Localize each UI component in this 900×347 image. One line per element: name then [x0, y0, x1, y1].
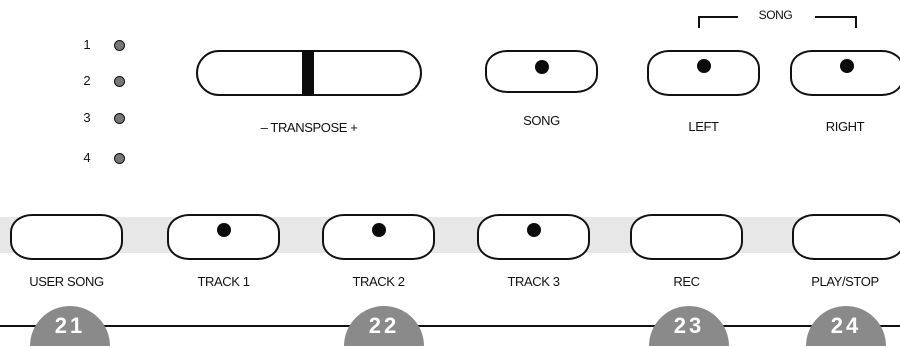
user-song-label: USER SONG — [29, 274, 104, 289]
indicator-led-2 — [114, 76, 125, 87]
track-2-button[interactable] — [322, 214, 435, 260]
right-indicator-dot — [840, 59, 854, 73]
song-indicator-dot — [534, 60, 549, 74]
track-1-label: TRACK 1 — [197, 274, 250, 289]
indicator-led-3 — [114, 113, 125, 124]
song-label: SONG — [523, 113, 560, 128]
indicator-number-4: 4 — [83, 150, 91, 165]
transpose-divider — [302, 50, 314, 96]
indicator-number-1: 1 — [83, 37, 91, 52]
callout-badge-23: 23 — [649, 306, 729, 346]
left-button[interactable] — [647, 50, 760, 96]
track-2-label: TRACK 2 — [352, 274, 405, 289]
track-3-indicator-dot — [526, 223, 541, 237]
track-1-button[interactable] — [167, 214, 280, 260]
rec-label: REC — [673, 274, 700, 289]
song-group-bracket-left — [698, 16, 738, 28]
track-2-indicator-dot — [371, 223, 386, 237]
indicator-number-3: 3 — [83, 110, 91, 125]
play-stop-button[interactable] — [792, 214, 900, 260]
indicator-number-2: 2 — [83, 73, 91, 88]
callout-badge-21: 21 — [30, 306, 110, 346]
right-label: RIGHT — [825, 119, 865, 134]
transpose-label: – TRANSPOSE + — [260, 120, 358, 135]
right-button[interactable] — [790, 50, 900, 96]
callout-line — [0, 325, 900, 327]
play-stop-label: PLAY/STOP — [811, 274, 879, 289]
transpose-button[interactable] — [196, 50, 422, 96]
indicator-led-1 — [114, 40, 125, 51]
left-label: LEFT — [688, 119, 719, 134]
track-3-button[interactable] — [477, 214, 590, 260]
callout-badge-24: 24 — [806, 306, 886, 346]
left-indicator-dot — [696, 59, 711, 73]
button-strip — [0, 217, 900, 253]
callout-badge-22: 22 — [344, 306, 424, 346]
rec-button[interactable] — [630, 214, 743, 260]
track-3-label: TRACK 3 — [507, 274, 560, 289]
indicator-led-4 — [114, 153, 125, 164]
song-button[interactable] — [485, 50, 598, 93]
user-song-button[interactable] — [10, 214, 123, 260]
track-1-indicator-dot — [216, 223, 231, 237]
song-group-bracket-right — [815, 16, 857, 28]
song-group-label: SONG — [758, 8, 793, 22]
